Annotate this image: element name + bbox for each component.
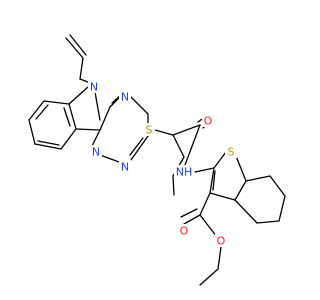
atom-n-triazine-3: N — [121, 161, 129, 174]
bond — [235, 155, 247, 182]
bond-layer — [28, 34, 286, 286]
bond — [234, 180, 247, 201]
bond — [172, 175, 175, 196]
atom-bg-o-ester-alkoxy — [215, 234, 227, 247]
bond — [60, 128, 77, 150]
atom-bg-s-thioether — [143, 123, 155, 136]
bond — [129, 137, 144, 156]
bond — [245, 175, 271, 182]
bond — [180, 208, 198, 218]
bond — [172, 134, 185, 158]
bond — [34, 143, 62, 150]
bond — [154, 129, 174, 136]
bond — [35, 104, 49, 120]
atom-n-triazine-2: N — [92, 146, 100, 159]
bond — [63, 107, 71, 127]
atom-bg-nh-amide — [174, 165, 194, 178]
atom-s-thioether: S — [146, 124, 153, 137]
atom-o-ester-alkoxy: O — [217, 235, 226, 248]
bond — [43, 100, 70, 105]
bond — [129, 95, 149, 115]
atom-bg-n-indole — [88, 80, 100, 93]
atom-bg-n-triazine-1 — [119, 90, 131, 103]
atom-nh-amide: NH — [176, 166, 193, 179]
bond — [69, 34, 87, 56]
bond — [79, 57, 84, 80]
atom-s-thiophene: S — [228, 146, 235, 159]
bond — [172, 124, 201, 136]
bond — [256, 220, 280, 224]
bond — [99, 106, 111, 131]
bond — [199, 192, 211, 216]
atom-bg-o-amide — [202, 114, 214, 127]
bond — [130, 135, 149, 161]
bond — [278, 195, 286, 222]
bond — [28, 100, 45, 121]
molecule-structure: N N N N S O NH S O O — [28, 34, 286, 286]
atom-bg-s-thiophene — [225, 145, 237, 158]
atom-bg-n-triazine-3 — [119, 160, 131, 173]
bond — [199, 268, 219, 286]
atom-bg-o-ester-carbonyl — [178, 224, 190, 237]
atom-n-indole: N — [90, 81, 98, 94]
bond — [209, 192, 236, 201]
bond — [209, 167, 215, 194]
atom-label-layer: N N N N S O NH S O O — [88, 80, 237, 248]
bond — [199, 214, 218, 238]
bond — [91, 129, 101, 147]
bond — [183, 214, 201, 225]
bond — [213, 151, 227, 169]
bond — [194, 167, 215, 173]
bond — [217, 246, 222, 270]
molecule-diagram: N N N N S O NH S O O — [28, 34, 286, 286]
bond — [68, 86, 89, 105]
bond — [109, 96, 121, 108]
bond — [94, 91, 101, 121]
bond — [99, 154, 120, 163]
bond — [269, 175, 286, 197]
bond — [28, 119, 36, 145]
bond — [75, 128, 101, 131]
bond — [184, 124, 201, 166]
bond — [37, 140, 60, 146]
atom-o-amide: O — [204, 115, 213, 128]
bond — [68, 103, 77, 130]
bond — [212, 170, 216, 191]
atom-n-triazine-1: N — [121, 91, 129, 104]
bond — [234, 199, 258, 224]
bond — [65, 37, 84, 59]
atom-o-ester-carbonyl: O — [180, 225, 189, 238]
atom-bg-n-triazine-2 — [90, 145, 102, 158]
